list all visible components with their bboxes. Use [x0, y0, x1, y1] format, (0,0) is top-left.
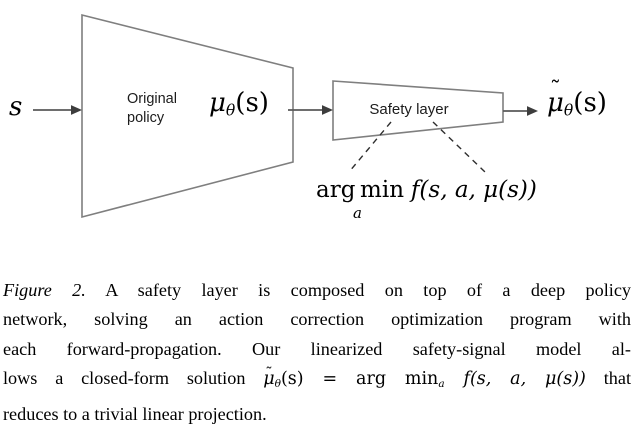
theta-subscript: θ: [563, 101, 574, 120]
argmin-subscript-a: a: [353, 204, 362, 222]
caption-line-3: each forward-propagation. Our linearized…: [3, 338, 631, 359]
original-policy-label: Original policy: [127, 90, 177, 127]
tilde-accent: ˜: [549, 76, 561, 103]
dashed-pointer-right: [432, 121, 486, 173]
input-arrowhead-icon: [71, 105, 82, 115]
diagram-canvas: [33, 13, 538, 219]
figure-number-label: Figure 2.: [3, 280, 86, 300]
dashed-pointer-left: [348, 121, 392, 173]
tilde-accent: ˜: [265, 363, 273, 382]
original-policy-label-line1: Original: [127, 91, 177, 107]
safe-output-math: μ˜θ(s): [547, 77, 607, 120]
caption-line-1: Figure 2. A safety layer is composed on …: [3, 276, 631, 305]
caption-line-2: network, solving an action correction op…: [3, 309, 631, 330]
output-arrowhead-icon: [527, 106, 538, 116]
figure-diagram: s Original policy μθ(s) Safety layer μ˜θ…: [9, 13, 607, 222]
caption-line-4: lows a closed-form solution μ˜θ(s) = arg…: [3, 364, 631, 400]
theta-subscript: θ: [225, 101, 236, 120]
argmin-subscript-a: a: [438, 378, 445, 391]
middle-arrowhead-icon: [322, 105, 333, 115]
caption-line-4-post: that: [603, 368, 631, 389]
argmin-min: min: [360, 177, 405, 203]
equals-sign: =: [322, 369, 338, 390]
caption-line-1-text: A safety layer is composed on top of a d…: [105, 280, 631, 300]
paren-s: (s): [573, 88, 607, 118]
f-symbol: f: [410, 177, 420, 203]
argmin-arg: arg: [316, 177, 356, 203]
paren-s: (s): [280, 369, 304, 390]
caption-line-4-pre: lows a closed-form solution: [3, 368, 246, 389]
safety-layer-label: Safety layer: [369, 101, 449, 118]
theta-subscript: θ: [274, 378, 281, 391]
argmin-args: (s, a, μ(s)): [419, 177, 537, 203]
figure-caption: Figure 2. A safety layer is composed on …: [3, 276, 631, 429]
original-policy-trapezoid: [81, 13, 294, 219]
f-symbol: f: [463, 369, 470, 390]
original-policy-label-line2: policy: [127, 109, 165, 126]
caption-closed-form-math: μ˜θ(s) = arg mina f(s, a, μ(s)): [263, 364, 586, 391]
paren-s: (s): [235, 88, 269, 118]
safety-layer-trapezoid: [332, 80, 504, 141]
policy-output-math: μθ(s): [209, 88, 269, 119]
f-args: (s, a, μ(s)): [469, 369, 586, 390]
mu-symbol: μ: [209, 88, 226, 118]
argmin-text: arg min: [356, 369, 439, 390]
mu-symbol: μ: [547, 88, 564, 118]
state-input-label: s: [9, 92, 23, 122]
mu-symbol: μ: [263, 369, 275, 390]
caption-line-5: reduces to a trivial linear projection.: [3, 403, 267, 424]
